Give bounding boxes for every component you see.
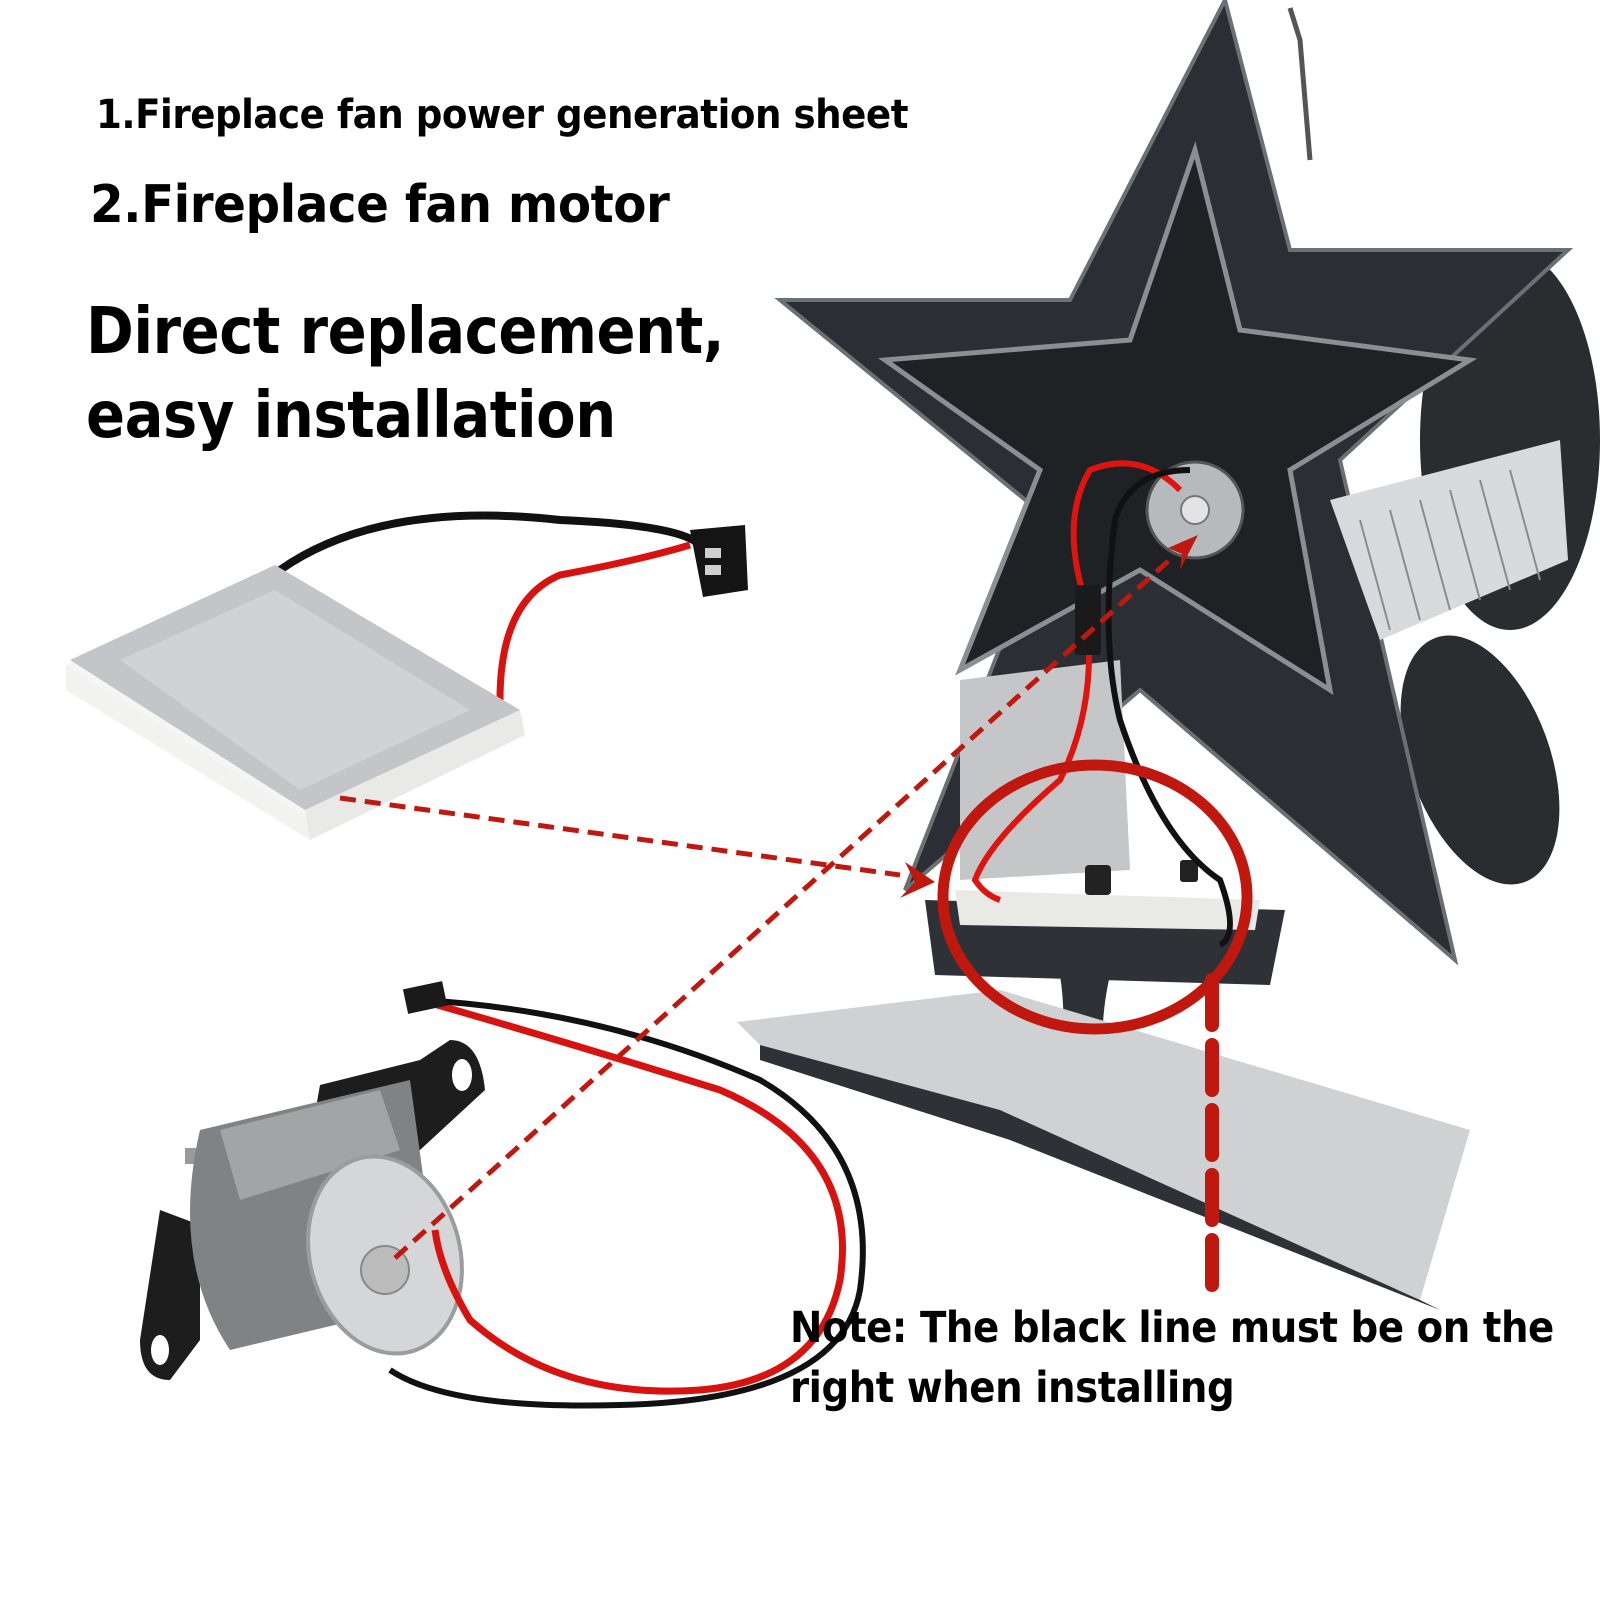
thermoelectric-generator-plate-icon [66,511,748,840]
installation-note: Note: The black line must be on the righ… [790,1303,1554,1413]
tagline: Direct replacement, easy installation [86,295,725,453]
annotation-arrows [339,535,1253,1307]
star-shaped-fireplace-fan-icon [737,0,1600,1310]
heading-item-2: 2.Fireplace fan motor [90,175,670,235]
dc-motor-icon [140,981,866,1409]
heading-item-1: 1.Fireplace fan power generation sheet [96,92,909,138]
highlight-circle [937,759,1253,1035]
